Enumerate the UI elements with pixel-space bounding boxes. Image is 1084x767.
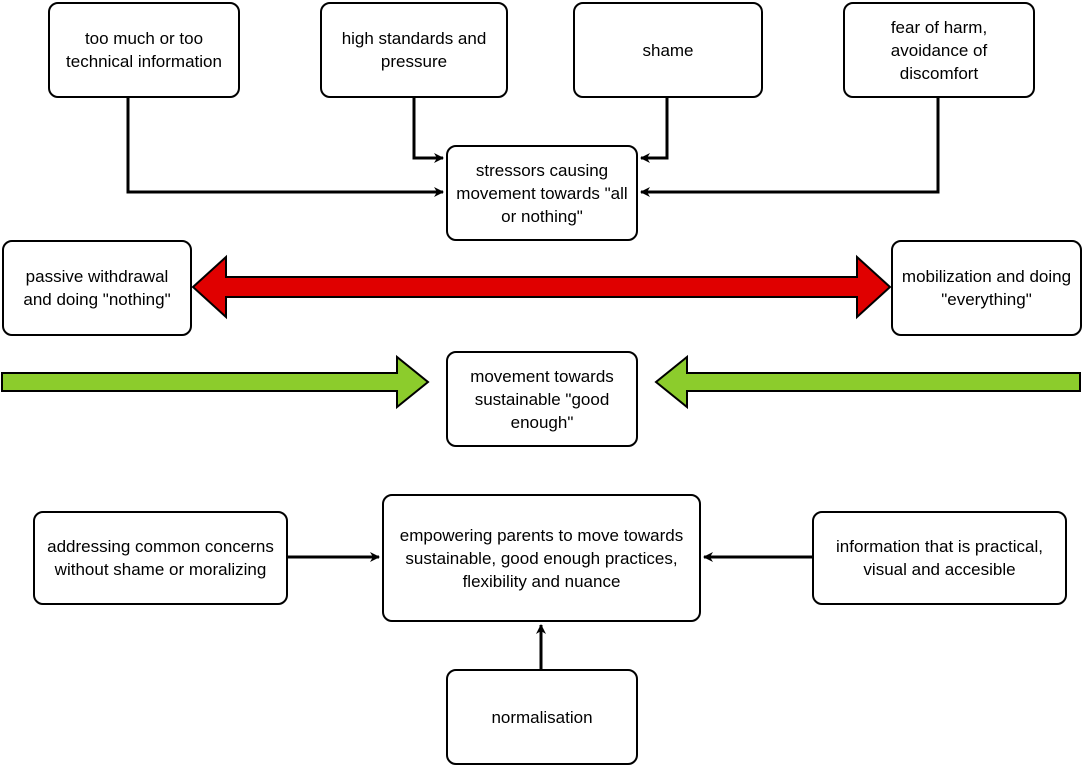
arrow-high-standards-to-stressors (412, 97, 444, 163)
green-arrow-from-left (1, 354, 430, 410)
node-normalisation: normalisation (446, 669, 638, 765)
node-high-standards: high standards and pressure (320, 2, 508, 98)
arrow-info-overload-to-stressors (126, 97, 444, 197)
arrow-shame-to-stressors (640, 97, 669, 163)
node-addressing-concerns: addressing common concerns without shame… (33, 511, 288, 605)
node-passive-withdrawal: passive withdrawal and doing "nothing" (2, 240, 192, 336)
arrow-fear-harm-to-stressors (640, 97, 940, 197)
node-practical-info: information that is practical, visual an… (812, 511, 1067, 605)
node-stressors: stressors causing movement towards "all … (446, 145, 638, 241)
node-info-overload: too much or too technical information (48, 2, 240, 98)
green-arrow-from-right (654, 354, 1081, 410)
node-shame: shame (573, 2, 763, 98)
node-fear-harm: fear of harm, avoidance of discomfort (843, 2, 1035, 98)
node-mobilization: mobilization and doing "everything" (891, 240, 1082, 336)
double-arrow-all-or-nothing (191, 254, 892, 320)
node-good-enough: movement towards sustainable "good enoug… (446, 351, 638, 447)
node-empowering: empowering parents to move towards susta… (382, 494, 701, 622)
